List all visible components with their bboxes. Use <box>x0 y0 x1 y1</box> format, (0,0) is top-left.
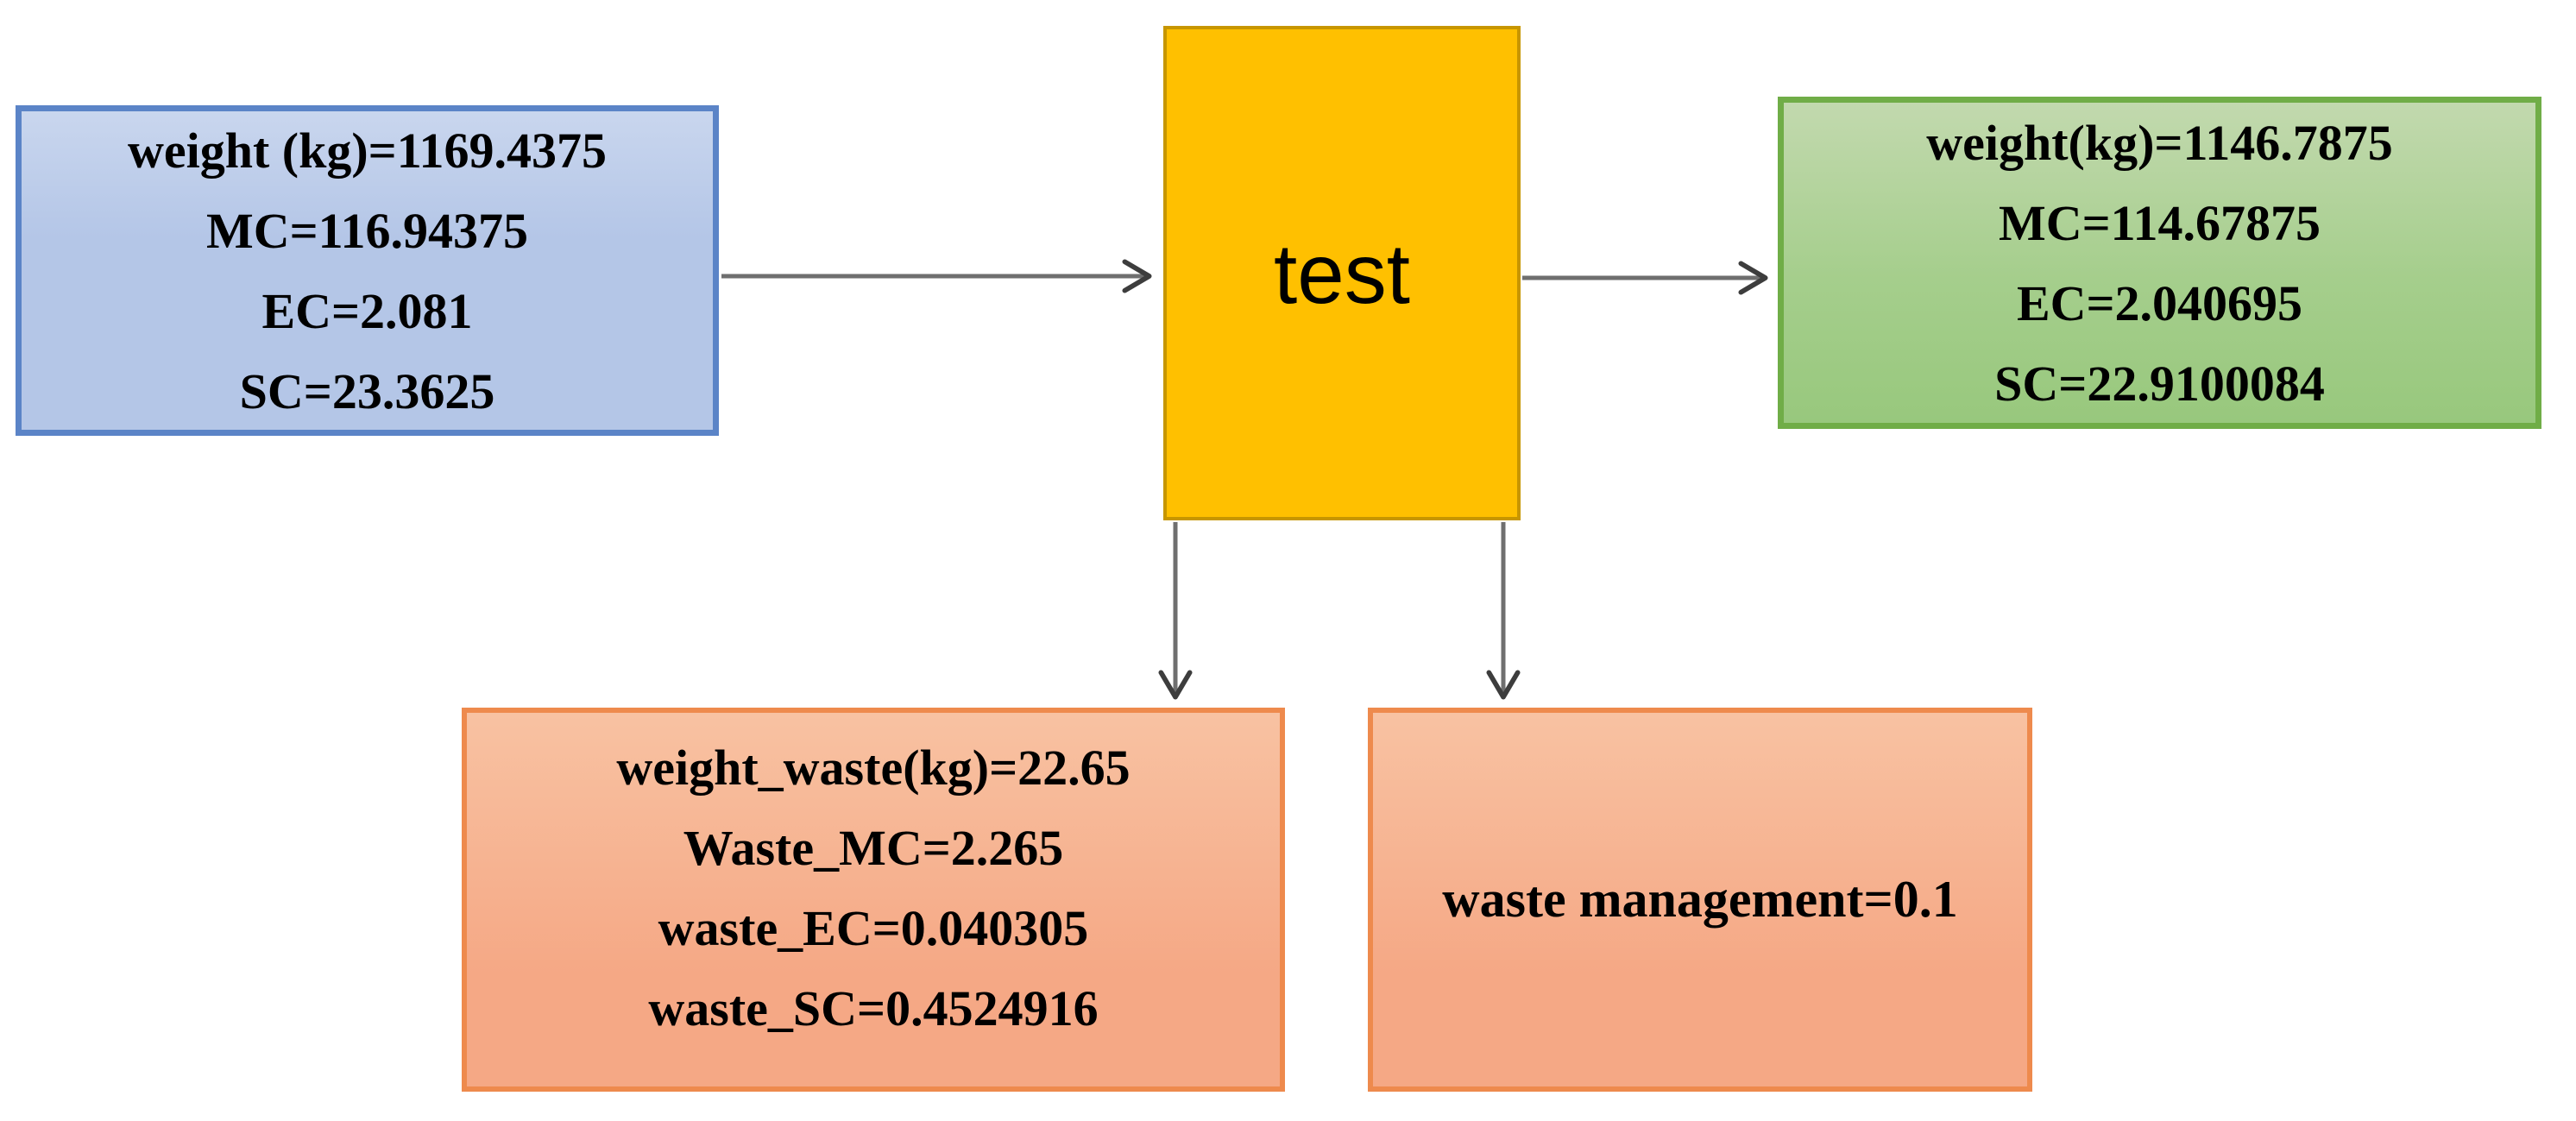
output-weight: weight(kg)=1146.7875 <box>1926 114 2393 171</box>
waste-weight: weight_waste(kg)=22.65 <box>616 739 1131 796</box>
input-mc: MC=116.94375 <box>206 202 528 259</box>
output-sc: SC=22.9100084 <box>1994 355 2325 412</box>
waste-ec: waste_EC=0.040305 <box>658 899 1089 956</box>
input-ec: EC=2.081 <box>261 282 473 339</box>
output-mc: MC=114.67875 <box>1999 194 2321 251</box>
process-box: test <box>1163 26 1521 520</box>
output-ec: EC=2.040695 <box>2016 274 2303 331</box>
input-weight: weight (kg)=1169.4375 <box>127 122 608 179</box>
waste-management-value: waste management=0.1 <box>1442 871 1958 928</box>
waste-output-box: weight_waste(kg)=22.65 Waste_MC=2.265 wa… <box>462 708 1285 1092</box>
process-label: test <box>1274 225 1410 321</box>
input-box: weight (kg)=1169.4375 MC=116.94375 EC=2.… <box>16 105 719 436</box>
waste-sc: waste_SC=0.4524916 <box>648 979 1099 1036</box>
input-sc: SC=23.3625 <box>239 362 495 419</box>
waste-management-box: waste management=0.1 <box>1368 708 2032 1092</box>
output-box: weight(kg)=1146.7875 MC=114.67875 EC=2.0… <box>1778 97 2541 429</box>
waste-mc: Waste_MC=2.265 <box>683 819 1064 876</box>
